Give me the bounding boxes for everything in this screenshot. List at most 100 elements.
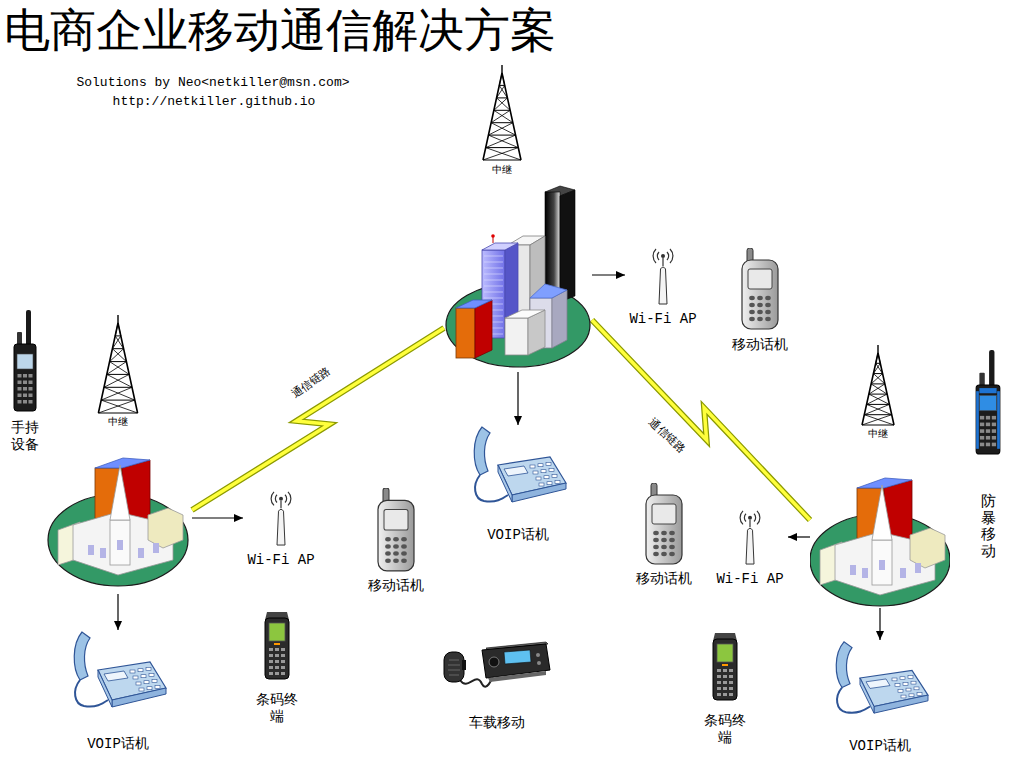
mobile-icon-part [669,545,675,549]
site-illustration-part [110,349,124,362]
voip-icon-part [914,687,919,690]
ap-icon-part [288,492,291,506]
site-illustration-part [483,160,521,161]
voip-icon-part [512,483,566,502]
radio-icon-part [23,387,27,391]
device-label: 防暴移动 [981,495,996,561]
site-illustration-part [493,237,494,243]
link-bolt [592,320,810,520]
radio-icon-part [23,381,27,385]
site-illustration-part [104,387,132,388]
site-illustration-part [117,315,118,323]
car-icon-part [462,660,466,670]
mobile-icon-part [757,303,763,307]
ap-icon-part [285,495,287,503]
barcode-icon-part [275,654,279,657]
site-illustration-part [876,353,878,363]
site-illustration-part [820,478,945,595]
site-illustration-part [910,528,945,568]
barcode-icon-part [717,681,721,684]
arrow-connector [114,594,122,630]
barcode-icon-part [281,666,285,669]
barcode-icon-part [717,675,721,678]
site-illustration-part [491,110,510,122]
site-illustration-part [488,135,515,136]
mobile-icon-part [749,303,755,307]
mobile-icon-part [661,552,667,556]
site-illustration-part [862,353,894,425]
voip-icon-part [836,642,852,688]
voip-icon-part [141,675,146,678]
radio-icon-part [29,400,33,404]
ap-icon-part [754,514,756,522]
device-node: VOIP话机 [64,630,172,753]
mobile-icon-part [393,558,399,563]
site-illustration-part [104,387,135,400]
device-label: 手持 设备 [9,420,41,454]
mobile-icon-part [385,537,391,542]
mobile-icon-part [393,551,399,556]
mobile-icon-part [669,538,675,542]
voip-icon-part [138,669,143,672]
mobile-icon-part [749,296,755,300]
arrow-head [616,271,625,279]
site-illustration-part [110,465,130,520]
voip-icon-part [474,427,490,475]
site-illustration-part [864,404,889,414]
site-illustration-part [484,286,503,287]
site-illustration-part [112,336,120,349]
arrow-connector [514,372,522,425]
riot-icon-part [992,436,996,440]
site-illustration-part [115,323,118,336]
ap-icon-part [661,254,665,258]
edge-label: 通信链路 [287,363,334,402]
ap-icon-part [740,511,743,525]
riot-icon-part [979,395,996,410]
mobile-icon-part [669,531,675,535]
device-node: 车载移动 [438,640,556,732]
site-illustration-part [484,274,503,275]
ap-icon-part [659,267,667,304]
device-node: 防暴移动 [970,350,1006,561]
radio-icon-part [14,344,36,411]
relay-label: 中继 [868,428,888,440]
site-node: 中继 [810,342,950,608]
mobile-icon-part [653,538,659,542]
arrow-head [876,631,884,640]
mobile-icon-part [765,310,771,314]
site-illustration-part [475,300,492,358]
device-label: 移动话机 [368,578,424,595]
riot-icon-part [980,443,984,447]
ap-icon-part [277,509,285,545]
voip-icon-part [139,688,144,691]
radio-icon-part [18,400,22,404]
ap-icon-part [275,495,277,503]
ap-icon-part [670,249,673,263]
riot-icon-part [980,423,984,427]
mobile-icon-part [401,544,407,549]
site-illustration-part [502,73,505,85]
barcode-icon-part [281,648,285,651]
ap-icon-part [748,516,752,520]
author-note: Solutions by Neo<netkiller@msn.com> [76,75,349,91]
site-illustration-part [491,123,515,135]
barcode-icon-part [275,660,279,663]
car-icon-part [449,675,459,676]
site-illustration-part [862,425,894,426]
barcode-icon-part [729,669,733,672]
mobile-icon-part [401,537,407,542]
voip-icon-part [130,670,135,673]
site-illustration-part [484,292,503,293]
barcode-icon-part [269,660,273,663]
site-illustration-part [505,318,528,355]
device-node: 手持 设备 [5,310,46,454]
car-icon-part [449,660,459,661]
site-illustration-part [100,548,106,558]
voip-icon-part [104,671,128,681]
site-illustration-part [107,374,132,387]
site-illustration-part [110,520,130,565]
riot-icon-part [989,350,994,389]
device-node: VOIP话机 [464,425,572,544]
mobile-icon-part [385,551,391,556]
bolt-core [592,320,810,520]
